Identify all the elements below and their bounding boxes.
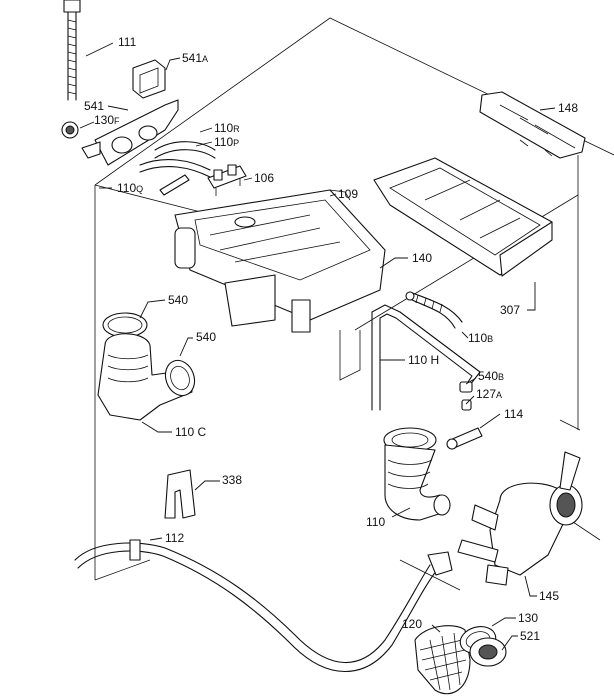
label-148: 148	[558, 101, 578, 115]
part-106-valve	[207, 164, 247, 196]
label-130: 130	[518, 611, 538, 625]
label-540-top: 540	[168, 293, 188, 307]
part-110r-pipe	[154, 141, 216, 159]
part-110c-elbow-hose	[97, 333, 193, 421]
label-106: 106	[254, 171, 274, 185]
label-140: 140	[412, 251, 432, 265]
label-127a: 127A	[476, 387, 502, 401]
part-130f-knob	[61, 121, 79, 139]
part-145-drain-pump	[457, 451, 583, 586]
part-110b-hose	[405, 291, 463, 329]
part-109-dispenser-housing	[174, 189, 386, 333]
label-112: 112	[165, 531, 184, 545]
part-148-handle	[479, 91, 586, 159]
label-110r: 110R	[214, 121, 240, 135]
label-307: 307	[500, 303, 520, 317]
part-541a-clip	[132, 59, 166, 99]
part-110p-pipe	[139, 159, 211, 178]
label-541: 541	[84, 99, 104, 113]
part-521-cap	[469, 637, 507, 667]
part-112-drain-hose	[74, 539, 453, 673]
label-110p: 110P	[214, 135, 239, 149]
part-111-hose	[63, 0, 81, 101]
label-120: 120	[402, 617, 422, 631]
part-120-filter	[414, 625, 471, 695]
label-521: 521	[520, 629, 540, 643]
label-540-side: 540	[196, 330, 216, 344]
part-540-side-clamp	[164, 359, 196, 397]
label-541a: 541A	[182, 51, 208, 65]
part-307-detergent-drawer	[373, 157, 553, 277]
part-540-clamp-ring	[102, 312, 148, 338]
part-110q-tube	[159, 174, 190, 196]
part-540b-clamp	[459, 381, 473, 393]
label-114: 114	[504, 407, 523, 421]
part-114-connector	[446, 427, 483, 450]
label-111: 111	[118, 35, 137, 49]
label-110c: 110 C	[175, 425, 206, 439]
label-109: 109	[338, 187, 358, 201]
part-110-pump-hose	[383, 427, 451, 521]
label-540b: 540B	[478, 369, 504, 383]
leader-lines	[79, 42, 556, 651]
label-110h: 110 H	[408, 353, 439, 367]
part-labels: 111 541A 541 130F 110R 110P 110Q 106 109…	[84, 35, 578, 643]
label-110: 110	[366, 515, 385, 529]
label-145: 145	[539, 589, 559, 603]
label-110b: 110B	[468, 331, 493, 345]
part-110h-pipe	[371, 304, 481, 411]
part-127a-fitting	[461, 399, 472, 411]
label-130f: 130F	[94, 113, 120, 127]
label-338: 338	[222, 473, 242, 487]
part-541-control-panel	[81, 99, 179, 166]
label-110q: 110Q	[117, 181, 143, 195]
part-338-bracket	[164, 469, 196, 519]
